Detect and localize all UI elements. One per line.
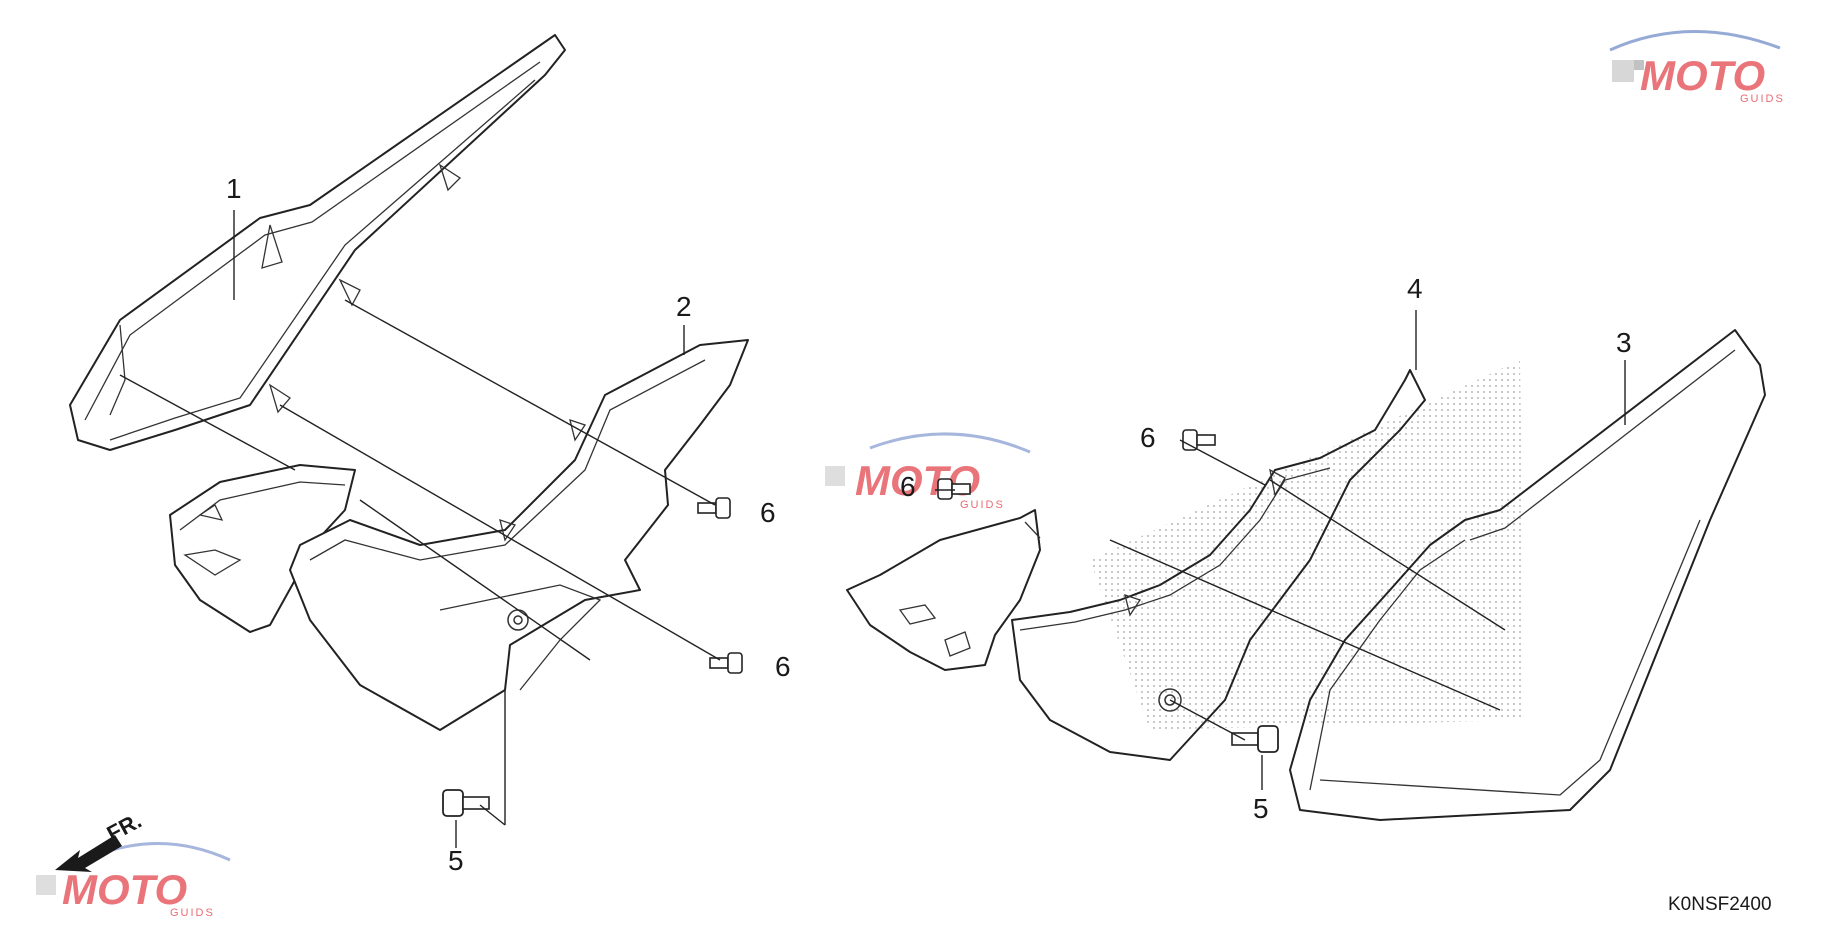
part-3-right-outer-side-cover	[1090, 329, 1766, 821]
bolt-5-right	[1231, 725, 1279, 753]
callout-screw-6-right-a: 6	[1140, 422, 1156, 453]
watermark-brand-text: MOTO	[62, 866, 187, 913]
watermark-brand-text: MOTO	[855, 457, 980, 504]
callout-screw-6-left-upper: 6	[760, 497, 776, 528]
front-direction-indicator: FR.	[55, 808, 146, 872]
watermark-center: MOTO GUIDS	[825, 432, 1031, 511]
callout-part-4: 4	[1407, 273, 1423, 304]
right-front-trim-piece	[846, 509, 1041, 671]
callout-bolt-5-left: 5	[448, 845, 464, 876]
callout-part-1: 1	[226, 173, 242, 204]
callout-part-2: 2	[676, 291, 692, 322]
bolt-5-left	[442, 789, 490, 817]
callout-part-3: 3	[1616, 327, 1632, 358]
watermark-sub-text: GUIDS	[170, 907, 215, 919]
watermark-top-right: MOTO GUIDS	[1609, 30, 1785, 105]
leader-lines	[119, 210, 1626, 848]
screw-6-right-b	[937, 478, 971, 500]
watermark-bottom-left: MOTO GUIDS	[36, 842, 231, 919]
front-arrow-icon	[55, 835, 122, 872]
screw-6-left-upper	[697, 497, 731, 519]
callout-labels: 1 2 3 4 5 5 6 6 6 6	[226, 173, 1632, 876]
callout-bolt-5-right: 5	[1253, 793, 1269, 824]
watermark-sub-text: GUIDS	[960, 499, 1005, 511]
honda-graphic-dots	[1090, 360, 1525, 730]
screw-6-left-lower	[709, 652, 743, 674]
part-1-upper-side-cover	[69, 34, 566, 451]
screw-6-right-a	[1182, 429, 1216, 451]
part-2-lower-side-cover	[289, 339, 749, 731]
callout-screw-6-right-b: 6	[900, 471, 916, 502]
watermark-brand-text: MOTO	[1640, 52, 1765, 99]
watermark-sub-text: GUIDS	[1740, 93, 1785, 105]
drawing-code: K0NSF2400	[1668, 894, 1772, 915]
callout-screw-6-left-lower: 6	[775, 651, 791, 682]
